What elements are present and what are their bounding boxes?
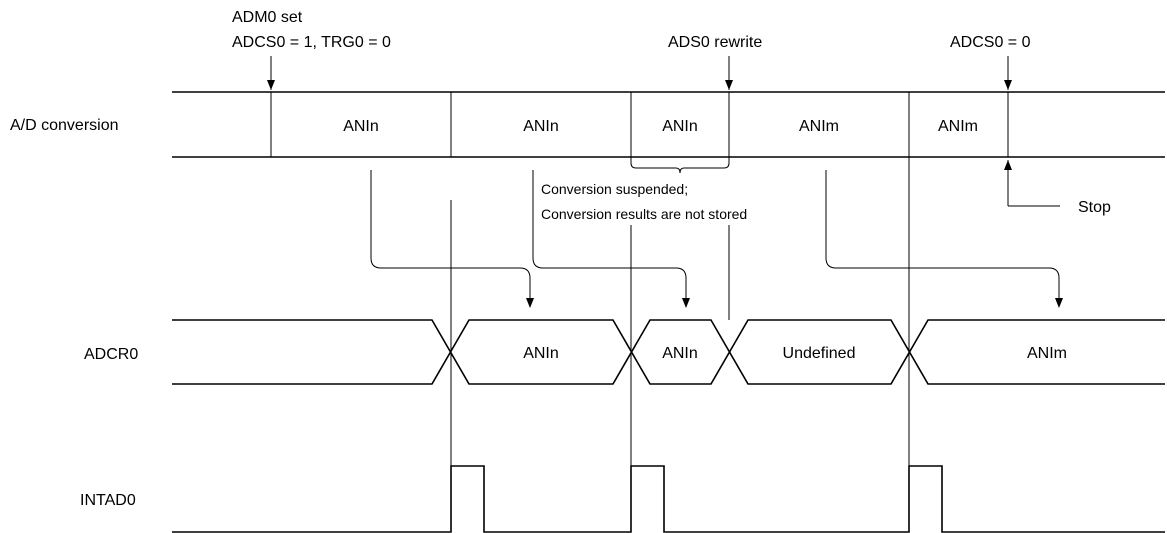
- ad-conversion-segment: ANIm: [938, 118, 978, 135]
- adcs0-zero-label: ADCS0 = 0: [950, 34, 1031, 51]
- stop-label: Stop: [1078, 199, 1111, 216]
- adm0-set-arrowhead: [267, 80, 275, 90]
- adcr0-segment: ANIn: [523, 345, 559, 362]
- signal-label-adcr0: ADCR0: [84, 346, 138, 363]
- adm0-set-label: ADM0 set: [232, 9, 303, 26]
- signal-label-ad-conversion: A/D conversion: [10, 117, 119, 134]
- ad-conversion-segment: ANIn: [662, 118, 698, 135]
- ad-conversion-segment: ANIn: [343, 118, 379, 135]
- result-transfer-arrow: [825, 170, 1060, 300]
- ad-conversion-segment: ANIn: [523, 118, 559, 135]
- result-transfer-arrowhead: [682, 298, 690, 308]
- intad0-waveform: [172, 465, 1165, 533]
- adcs0-zero-arrowhead: [1004, 80, 1012, 90]
- signal-label-intad0: INTAD0: [80, 492, 136, 509]
- adcs0-trg0-label: ADCS0 = 1, TRG0 = 0: [232, 34, 391, 51]
- suspended-brace: [630, 157, 730, 174]
- result-transfer-arrow: [532, 170, 687, 300]
- adcr0-segment: ANIn: [662, 345, 698, 362]
- adcr0-segment: Undefined: [783, 345, 856, 362]
- adcr0-waveform-bottom: [172, 319, 1165, 385]
- suspended-label-line1: Conversion suspended;: [541, 181, 688, 197]
- result-transfer-arrowhead: [1055, 298, 1063, 308]
- ad-conversion-segment: ANIm: [799, 118, 839, 135]
- suspended-label-line2: Conversion results are not stored: [541, 206, 747, 222]
- stop-arrowhead: [1004, 160, 1012, 170]
- result-transfer-arrowhead: [526, 298, 534, 308]
- ads0-rewrite-arrowhead: [725, 80, 733, 90]
- adcr0-segment: ANIm: [1027, 345, 1067, 362]
- ads0-rewrite-label: ADS0 rewrite: [668, 34, 762, 51]
